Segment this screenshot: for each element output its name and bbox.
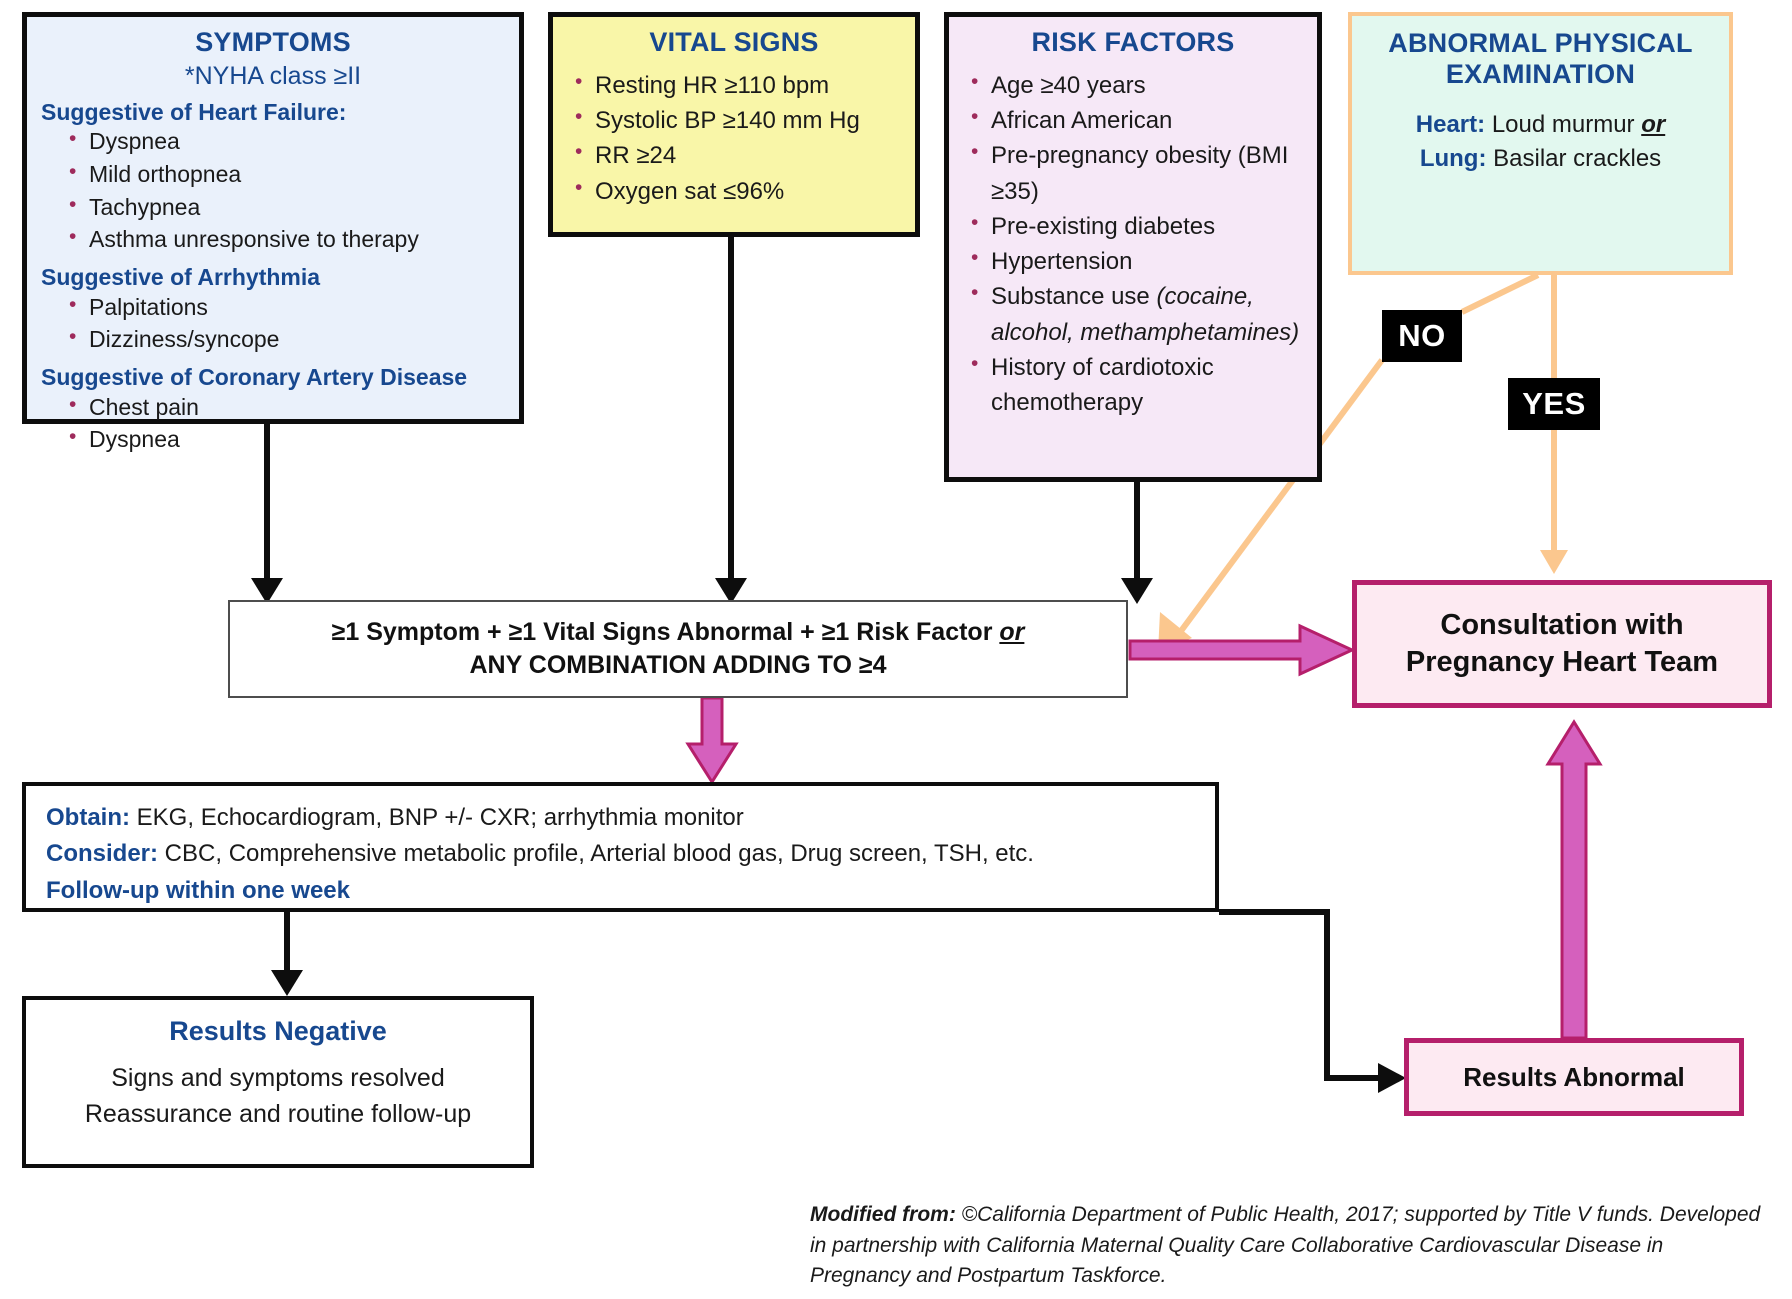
- arrow-obtain-to-results-abnormal: [1219, 909, 1406, 1093]
- vital-signs-title: VITAL SIGNS: [649, 27, 819, 57]
- symptoms-group-heart-failure-head: Suggestive of Heart Failure:: [41, 98, 347, 125]
- combination-line-1: ≥1 Symptom + ≥1 Vital Signs Abnormal + ≥…: [332, 616, 1025, 649]
- list-item: RR ≥24: [573, 137, 901, 173]
- vital-signs-panel: VITAL SIGNS Resting HR ≥110 bpm Systolic…: [548, 12, 920, 237]
- consultation-panel: Consultation with Pregnancy Heart Team: [1352, 580, 1772, 708]
- list-item: Dizziness/syncope: [67, 322, 505, 356]
- list-item: Age ≥40 years: [969, 67, 1303, 103]
- symptoms-group-arrhythmia-head: Suggestive of Arrhythmia: [41, 264, 321, 291]
- arrow-obtain-to-results-negative: [271, 912, 303, 996]
- list-item: Palpitations: [67, 290, 505, 324]
- exam-lung-row: Lung: Basilar crackles: [1366, 142, 1715, 176]
- symptoms-title: SYMPTOMS: [195, 27, 351, 57]
- workup-panel: Obtain: EKG, Echocardiogram, BNP +/- CXR…: [22, 782, 1219, 912]
- workup-consider-row: Consider: CBC, Comprehensive metabolic p…: [46, 836, 1195, 872]
- source-attribution-prefix: Modified from:: [810, 1203, 956, 1226]
- list-item: Dyspnea: [67, 124, 505, 158]
- symptoms-group-cad-list: Chest pain Dyspnea: [41, 390, 505, 456]
- combination-criteria-panel: ≥1 Symptom + ≥1 Vital Signs Abnormal + ≥…: [228, 600, 1128, 698]
- list-item: Pre-existing diabetes: [969, 208, 1303, 244]
- risk-factors-title: RISK FACTORS: [1031, 27, 1235, 57]
- list-item: History of cardiotoxic chemotherapy: [969, 349, 1303, 421]
- list-item: Dyspnea: [67, 422, 505, 456]
- workup-obtain-row: Obtain: EKG, Echocardiogram, BNP +/- CXR…: [46, 800, 1195, 836]
- symptoms-group-arrhythmia-list: Palpitations Dizziness/syncope: [41, 290, 505, 356]
- arrow-combo-to-consultation: [1128, 623, 1356, 677]
- results-negative-body: Signs and symptoms resolved Reassurance …: [26, 1061, 530, 1132]
- workup-obtain-label: Obtain:: [46, 804, 130, 831]
- combination-line-1-text: ≥1 Symptom + ≥1 Vital Signs Abnormal + ≥…: [331, 618, 1000, 646]
- workup-consider-label: Consider:: [46, 840, 159, 868]
- symptoms-group-cad-head: Suggestive of Coronary Artery Disease: [41, 364, 468, 391]
- symptoms-group-heart-failure-list: Dyspnea Mild orthopnea Tachypnea Asthma …: [41, 124, 505, 256]
- arrow-vitals-to-combo: [715, 237, 747, 604]
- combination-line-2: ANY COMBINATION ADDING TO ≥4: [469, 651, 887, 679]
- workup-followup-row: Follow-up within one week: [46, 873, 1195, 909]
- combination-line-1-or: or: [999, 618, 1025, 646]
- symptoms-panel: SYMPTOMS *NYHA class ≥II Suggestive of H…: [22, 12, 524, 452]
- risk-factors-list: Age ≥40 years African American Pre-pregn…: [963, 67, 1303, 421]
- source-attribution: Modified from: ©California Department of…: [810, 1200, 1765, 1292]
- vital-signs-list: Resting HR ≥110 bpm Systolic BP ≥140 mm …: [567, 67, 901, 209]
- abnormal-physical-exam-panel: ABNORMAL PHYSICAL EXAMINATION Heart: Lou…: [1348, 12, 1733, 275]
- list-item: African American: [969, 102, 1303, 138]
- exam-lung-label: Lung:: [1419, 144, 1487, 172]
- results-negative-line-2: Reassurance and routine follow-up: [84, 1099, 472, 1128]
- list-item: Oxygen sat ≤96%: [573, 173, 901, 209]
- list-item: Asthma unresponsive to therapy: [67, 222, 505, 256]
- results-negative-panel: Results Negative Signs and symptoms reso…: [22, 996, 534, 1168]
- exam-title-line2: EXAMINATION: [1445, 58, 1636, 89]
- exam-heart-or: or: [1641, 110, 1666, 138]
- list-item: Pre-pregnancy obesity (BMI ≥35): [969, 137, 1303, 209]
- exam-heart-label: Heart:: [1415, 110, 1486, 138]
- list-item: Chest pain: [67, 390, 505, 424]
- list-item: Mild orthopnea: [67, 157, 505, 191]
- exam-heart-row: Heart: Loud murmur or: [1366, 108, 1715, 142]
- consultation-line-1: Consultation with: [1440, 608, 1684, 641]
- decision-tag-no: NO: [1382, 310, 1462, 362]
- source-attribution-text: ©California Department of Public Health,…: [810, 1203, 1761, 1288]
- results-abnormal-label: Results Abnormal: [1463, 1061, 1685, 1092]
- list-item: Resting HR ≥110 bpm: [573, 67, 901, 103]
- substance-use-label: Substance use: [991, 283, 1157, 311]
- list-item: Tachypnea: [67, 190, 505, 224]
- substance-use-detail: (cocaine, alcohol, methamphetamines): [991, 283, 1300, 346]
- workup-consider-text: CBC, Comprehensive metabolic profile, Ar…: [158, 840, 1034, 868]
- consultation-line-2: Pregnancy Heart Team: [1405, 646, 1719, 678]
- results-abnormal-panel: Results Abnormal: [1404, 1038, 1744, 1116]
- decision-tag-yes: YES: [1508, 378, 1600, 430]
- symptoms-subtitle: *NYHA class ≥II: [184, 61, 362, 90]
- exam-heart-value: Loud murmur: [1491, 110, 1635, 138]
- list-item: Hypertension: [969, 243, 1303, 279]
- risk-factors-panel: RISK FACTORS Age ≥40 years African Ameri…: [944, 12, 1322, 482]
- workup-obtain-text: EKG, Echocardiogram, BNP +/- CXR; arrhyt…: [130, 804, 744, 831]
- arrow-combo-to-obtain: [685, 696, 739, 785]
- exam-title-line1: ABNORMAL PHYSICAL: [1388, 28, 1693, 58]
- results-negative-line-1: Signs and symptoms resolved: [111, 1064, 445, 1092]
- list-item: Systolic BP ≥140 mm Hg: [573, 102, 901, 138]
- workup-followup-label: Follow-up within one week: [46, 876, 350, 904]
- list-item-substance-use: Substance use (cocaine, alcohol, methamp…: [969, 278, 1303, 350]
- arrow-risk-to-combo: [1121, 482, 1153, 604]
- exam-lung-value: Basilar crackles: [1493, 144, 1662, 172]
- results-negative-title: Results Negative: [169, 1016, 387, 1046]
- arrow-results-abnormal-to-consultation: [1545, 719, 1603, 1040]
